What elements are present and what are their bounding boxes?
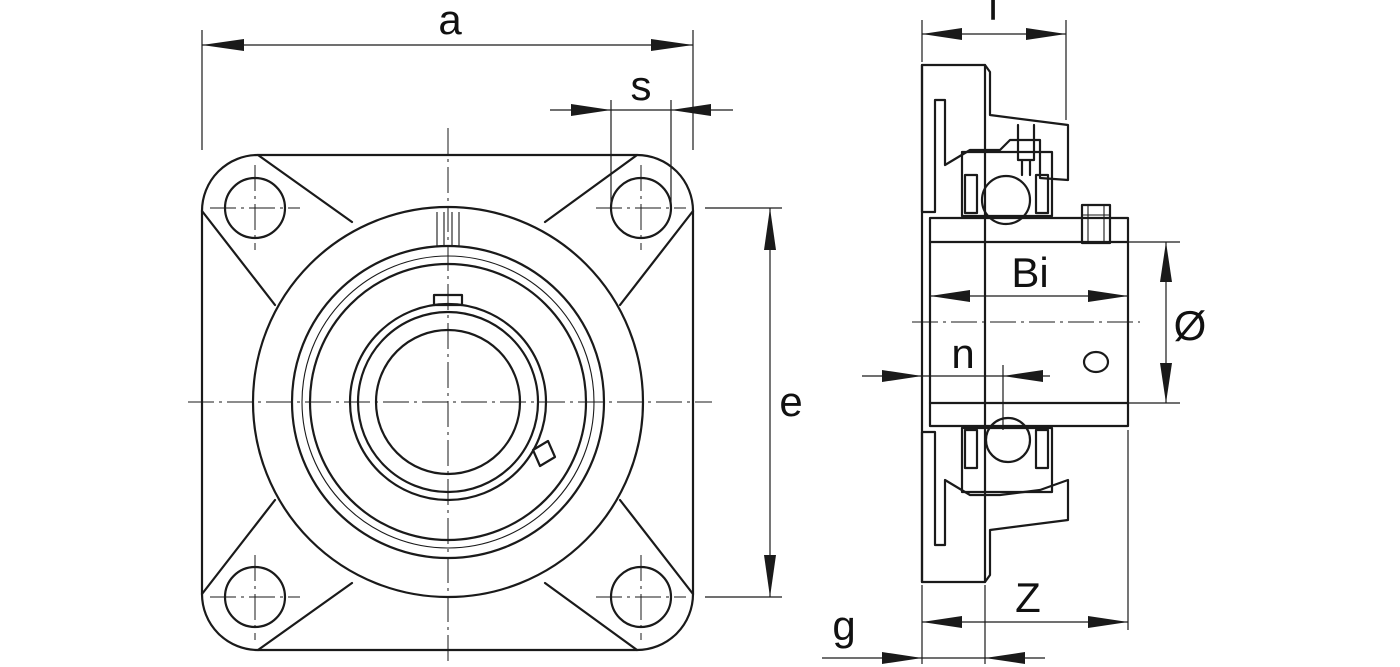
dimension-z: Z [921, 430, 1129, 664]
label-bi: Bi [1011, 249, 1048, 296]
seal-lower-left [963, 428, 979, 470]
side-section-view [912, 63, 1140, 584]
label-a: a [438, 0, 462, 43]
lug-top-left [200, 153, 354, 307]
inner-ring-lower [928, 401, 1130, 428]
label-g: g [832, 602, 855, 649]
dimension-diameter: Ø [1128, 241, 1207, 404]
label-e: e [779, 378, 802, 425]
lug-bottom-left [200, 498, 354, 652]
outer-ring-upper [960, 150, 1054, 218]
lug-bottom-right [543, 498, 695, 652]
label-n: n [951, 330, 974, 377]
front-view [188, 128, 712, 664]
lug-top-right [543, 153, 695, 307]
housing-outline [920, 63, 987, 584]
dimension-g: g [822, 585, 1045, 664]
grease-nipple-side [1016, 123, 1036, 177]
flange-plate-upper [920, 63, 1070, 214]
dimension-bi: Bi [930, 249, 1128, 302]
dimension-e: e [705, 207, 803, 598]
grease-nipple [436, 212, 460, 246]
flange-plate-lower [920, 430, 1070, 584]
seal-upper-right [1034, 173, 1050, 215]
set-screw [1080, 203, 1112, 245]
inner-ring-upper [928, 216, 1130, 244]
set-screw-lines [1082, 205, 1110, 243]
label-l: l [988, 0, 997, 29]
label-s: s [631, 62, 652, 109]
ball-upper [980, 174, 1032, 226]
key-side [531, 439, 557, 468]
screw-hole [1082, 350, 1110, 374]
dimension-s: s [550, 62, 733, 205]
ball-lower [984, 416, 1032, 464]
dimension-l: l [921, 0, 1067, 120]
outer-ring-lower [960, 426, 1054, 494]
seal-lower-right [1034, 428, 1050, 470]
dimension-a: a [201, 0, 694, 150]
bolt-centerlines [210, 165, 686, 640]
label-diameter: Ø [1174, 302, 1207, 349]
label-z: Z [1015, 574, 1041, 621]
dimension-n: n [862, 330, 1050, 430]
seal-upper-left [963, 173, 979, 215]
